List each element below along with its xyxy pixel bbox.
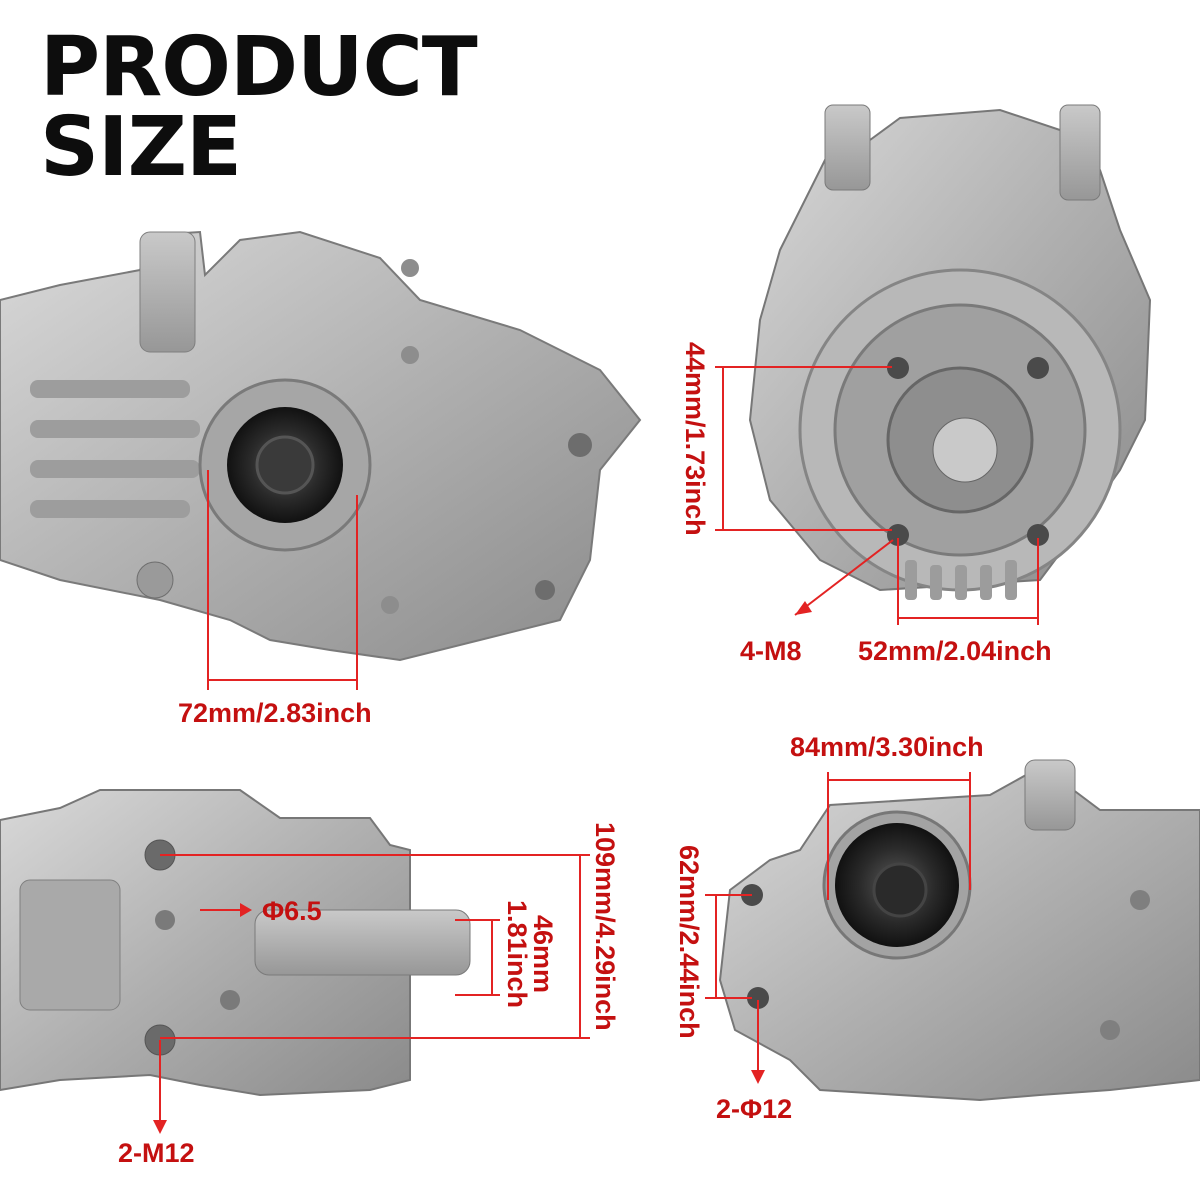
bolt-label-2-m12: 2-M12 — [118, 1138, 195, 1168]
hole-label-2-phi-12: 2-Φ12 — [716, 1094, 792, 1124]
view-top-left: 72mm/2.83inch — [0, 230, 642, 728]
page-title: PRODUCT SIZE — [40, 20, 478, 195]
gearbox-front-view — [748, 104, 1152, 600]
height-label-109mm: 109mm/4.29inch — [590, 822, 620, 1031]
title-line-1: PRODUCT — [40, 20, 478, 115]
title-line-2: SIZE — [40, 100, 242, 195]
view-bottom-right: 84mm/3.30inch 62mm/2.44inch 2-Φ12 — [674, 732, 1200, 1124]
gearbox-rear-view — [718, 759, 1200, 1102]
hole-leader-arrow — [751, 1070, 765, 1084]
view-bottom-left: 109mm/4.29inch 46mm 1.81inch Φ6.5 2-M12 — [0, 789, 620, 1168]
hole-label-phi-6-5: Φ6.5 — [262, 896, 322, 926]
height-label-44mm: 44mm/1.73inch — [680, 342, 710, 536]
height-label-62mm: 62mm/2.44inch — [674, 845, 704, 1039]
inner-height-label-in: 1.81inch — [502, 900, 532, 1008]
bolt-leader-line — [794, 539, 894, 616]
width-label-84mm: 84mm/3.30inch — [790, 732, 984, 762]
inner-height-label-mm: 46mm — [528, 915, 558, 993]
hole-leader-arrow — [240, 903, 252, 917]
gearbox-side-view — [0, 230, 642, 662]
width-label-52mm: 52mm/2.04inch — [858, 636, 1052, 666]
bolt-label-4-m8: 4-M8 — [740, 636, 802, 666]
gearbox-bottom-view — [0, 789, 471, 1097]
bolt-leader-arrow — [153, 1120, 167, 1134]
view-top-right: 44mm/1.73inch 4-M8 52mm/2.04inch — [680, 104, 1152, 666]
bolt-leader-arrow — [795, 601, 812, 615]
width-label-72mm: 72mm/2.83inch — [178, 698, 372, 728]
